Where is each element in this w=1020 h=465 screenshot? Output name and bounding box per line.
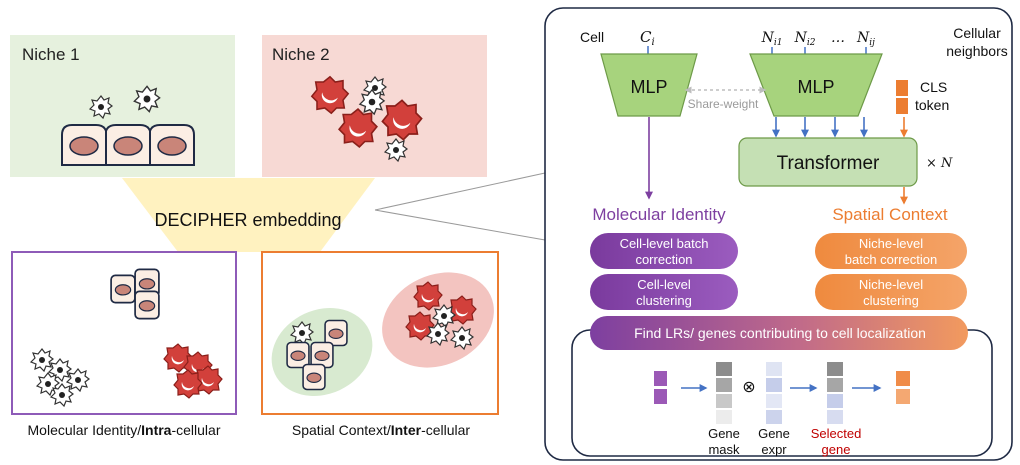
zoom-line-bottom — [374, 209, 546, 241]
cell-batch-correction-pill — [590, 233, 738, 269]
mlp-right-block — [749, 53, 883, 117]
neighbor-symbol: … — [831, 30, 845, 46]
mlp-to-transformer-arrows — [772, 117, 908, 138]
find-lrs-label: Find LRs/ genes contributing to cell loc… — [634, 325, 926, 341]
neighbor-symbols: Ni1 Ni2 … Nij — [761, 30, 875, 54]
neighbor-symbol: Nij — [856, 30, 875, 48]
cell-clustering-pill — [590, 274, 738, 310]
embedding-funnel — [122, 178, 375, 252]
niche-batch-correction-pill — [815, 233, 967, 269]
cls-token-bottom — [896, 98, 908, 114]
share-weight-label: Share-weight — [688, 97, 759, 111]
neighbor-symbol: Ni1 — [761, 30, 783, 48]
inter-caption: Spatial Context/Inter-cellular — [292, 422, 471, 438]
neighbor-symbol: Ni2 — [794, 30, 816, 48]
output-vector — [896, 371, 910, 404]
mlp-left-block — [600, 53, 698, 117]
cls-token-top — [896, 80, 908, 96]
mlp-right-label: MLP — [797, 77, 834, 97]
times-n-label: × N — [926, 156, 953, 171]
spatial-context-label: Spatial Context — [832, 205, 948, 224]
niche-clustering-pill — [815, 274, 967, 310]
niche2-label: Niche 2 — [272, 45, 330, 64]
transformer-block — [738, 137, 918, 187]
cell-symbol: Ci — [640, 28, 655, 48]
transformer-label: Transformer — [777, 153, 880, 174]
cell-label: Cell — [580, 29, 604, 45]
otimes-symbol: ⊗ — [742, 377, 755, 396]
niche1-label: Niche 1 — [22, 45, 80, 64]
molecular-identity-label: Molecular Identity — [592, 205, 726, 224]
niche1-epithelial-cells — [61, 124, 195, 166]
zoom-line-top — [374, 172, 546, 211]
cell-embedding-vector — [654, 371, 667, 404]
find-lrs-bar — [590, 316, 968, 350]
gene-mask-vector — [716, 362, 732, 424]
intra-caption: Molecular Identity/Intra-cellular — [28, 422, 221, 438]
mlp-left-label: MLP — [630, 77, 667, 97]
gene-expr-vector — [766, 362, 782, 424]
selected-gene-vector — [827, 362, 843, 424]
embedding-label: DECIPHER embedding — [154, 210, 341, 230]
